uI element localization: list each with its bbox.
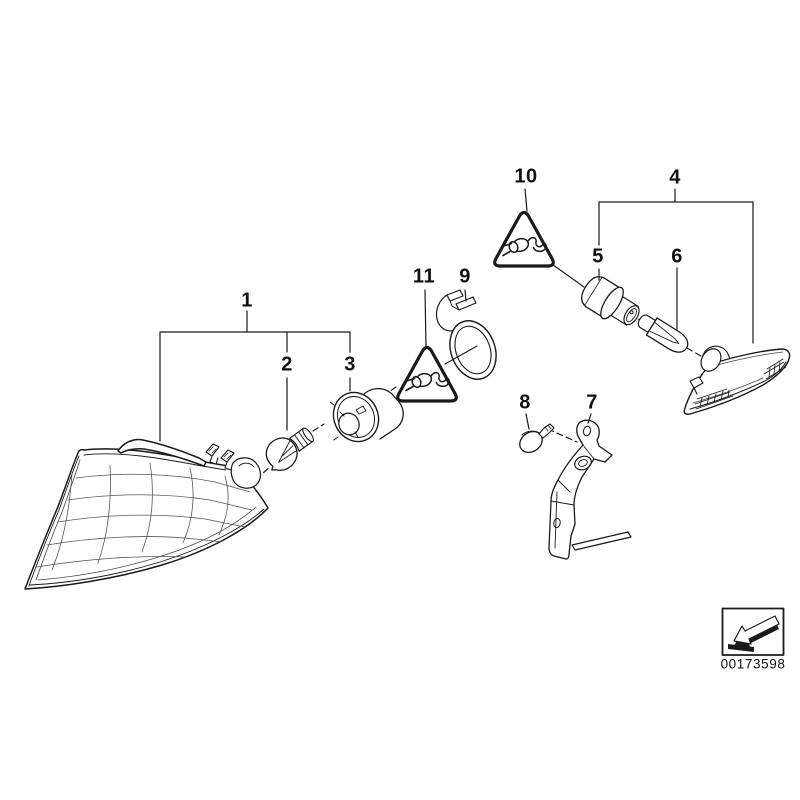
warning-triangle-11 [396,345,458,403]
bulb-part6 [637,314,689,353]
bulb-socket-part3 [329,387,404,443]
callout-3: 3 [344,353,356,376]
callout-7: 7 [586,391,598,414]
callout-9: 9 [459,265,471,288]
bulb-part2 [265,427,314,471]
lens-hatch-left [694,388,734,410]
screw-part8 [519,423,555,454]
lens-grid [36,462,253,571]
lamp-housing-fin [117,438,207,467]
mounting-bracket-part7 [548,419,632,560]
corner-lamp [24,438,269,590]
callout-6: 6 [671,245,683,268]
direction-arrow-icon [728,615,780,652]
leader-line-ring [444,345,478,365]
callout-2: 2 [281,353,293,376]
side-marker-lamp-part4 [683,345,791,415]
callout-lines [159,188,754,442]
lens-hatch-right [763,358,787,380]
callout-10: 10 [514,165,538,188]
warning-triangle-10 [493,210,555,268]
lamp-bulb-recess [230,457,262,489]
bulb-holder-part5 [581,276,640,326]
callout-8: 8 [519,391,531,414]
stamp-box [721,607,785,656]
seal-ring-part9 [435,289,497,380]
diagram-number: 00173598 [720,656,786,672]
leader-line-socket [548,261,585,288]
callout-11: 11 [412,265,436,288]
callout-4: 4 [669,166,681,189]
callout-1: 1 [241,289,253,312]
callout-5: 5 [592,245,604,268]
